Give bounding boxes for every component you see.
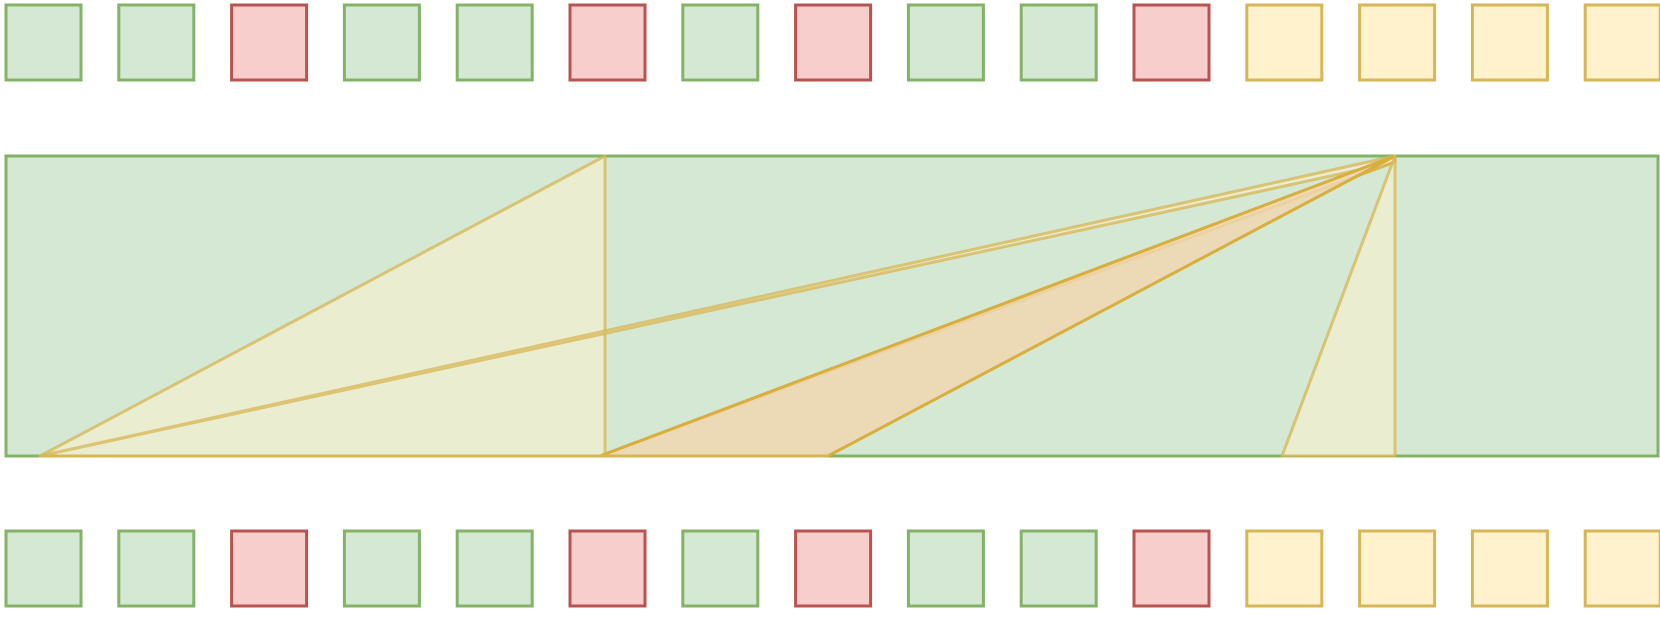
bottom-row-red-box <box>568 529 647 608</box>
top-row-red-box <box>230 3 309 82</box>
top-box-row <box>4 3 1660 82</box>
bottom-row-green-box <box>342 529 421 608</box>
top-row-green-box <box>117 3 196 82</box>
top-row-green-box <box>906 3 985 82</box>
bottom-row-green-box <box>455 529 534 608</box>
bottom-row-green-box <box>1019 529 1098 608</box>
top-row-yellow-box <box>1245 3 1324 82</box>
bottom-row-red-box <box>794 529 873 608</box>
bottom-row-yellow-box <box>1583 529 1660 608</box>
top-row-green-box <box>681 3 760 82</box>
bottom-row-yellow-box <box>1470 529 1549 608</box>
top-row-green-box <box>4 3 83 82</box>
bottom-row-red-box <box>1132 529 1211 608</box>
bottom-row-green-box <box>117 529 196 608</box>
top-row-green-box <box>1019 3 1098 82</box>
bottom-box-row <box>4 529 1660 608</box>
top-row-yellow-box <box>1470 3 1549 82</box>
overlay-triangle-5 <box>1280 154 1397 458</box>
bottom-row-red-box <box>230 529 309 608</box>
top-row-red-box <box>794 3 873 82</box>
top-row-yellow-box <box>1358 3 1437 82</box>
top-row-green-box <box>342 3 421 82</box>
top-row-green-box <box>455 3 534 82</box>
top-row-yellow-box <box>1583 3 1660 82</box>
top-row-red-box <box>568 3 647 82</box>
top-row-red-box <box>1132 3 1211 82</box>
bottom-row-green-box <box>681 529 760 608</box>
bottom-row-yellow-box <box>1245 529 1324 608</box>
bottom-row-yellow-box <box>1358 529 1437 608</box>
bottom-row-green-box <box>4 529 83 608</box>
bottom-row-green-box <box>906 529 985 608</box>
triangle-overlays <box>38 154 1397 458</box>
